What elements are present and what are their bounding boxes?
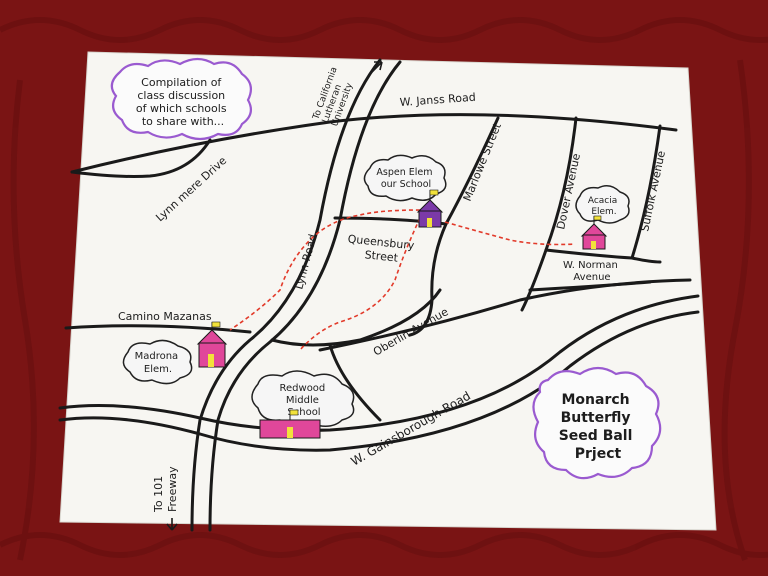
road-lynn-east [208,60,402,532]
project-line-2: Butterfly [561,410,631,426]
route-aspen-acacia [444,221,576,246]
project-note: Monarch Butterfly Seed Ball Prject [532,366,662,480]
svg-text:Acacia Elem.: Acacia Elem. [588,196,620,217]
project-line-3: Seed Ball [559,428,633,444]
label-to-101: To 101 Freeway [152,466,179,513]
compilation-line-4: to share with... [142,115,224,128]
label-w-norman: W. Norman Avenue [563,260,621,283]
road-w-janss [70,113,678,174]
school-aspen: Aspen Elem our School [363,154,447,228]
madrona-label-bubble [122,339,193,385]
redwood-schoolhouse-icon [259,409,321,439]
road-lynn-west [190,58,382,532]
compilation-note-bubble [110,57,253,141]
road-loop-bottom [270,288,442,347]
arrow-to-101-icon [166,518,178,531]
road-gainsborough-south [58,310,700,452]
aspen-name: Aspen Elem [376,167,432,178]
school-acacia: Acacia Elem. [575,185,630,250]
acacia-note: Elem. [591,207,616,217]
aspen-label-bubble [363,154,447,202]
svg-text:Aspen Elem our School: Aspen Elem our School [376,167,435,190]
madrona-name: Madrona [135,351,179,362]
road-gainsborough-north [58,294,700,432]
fabric-background [0,17,768,561]
arrow-to-clu-icon [371,61,383,73]
acacia-label-bubble [575,185,630,224]
redwood-name-1: Redwood [280,383,326,394]
project-line-4: Prject [575,446,622,462]
acacia-schoolhouse-icon [580,215,608,250]
project-line-1: Monarch [561,392,629,408]
road-middle-school-access [328,343,382,422]
label-w-janss: W. Janss Road [399,91,476,109]
svg-text:Compilation of class dis: Compilation of class discussion of which… [136,76,230,128]
school-redwood: Redwood Middle School [251,370,355,439]
aspen-schoolhouse-icon [416,189,444,228]
compilation-note: Compilation of class discussion of which… [110,57,253,141]
aspen-note: our School [381,179,431,190]
road-suffolk [630,124,662,260]
project-note-bubble [532,366,662,480]
compilation-line-3: of which schools [136,102,227,115]
redwood-name-2: Middle [286,395,319,406]
madrona-schoolhouse-icon [196,321,228,368]
compilation-line-1: Compilation of [141,76,222,89]
madrona-note: Elem. [144,364,172,375]
road-w-norman [544,248,662,264]
seed-ball-routes [229,209,576,351]
svg-text:Monarch Butterfly: Monarch Butterfly Seed Ball Prject [559,392,638,462]
route-aspen-madrona [229,209,421,331]
road-camino-mazanas [64,324,252,334]
label-camino-mazanas: Camino Mazanas [118,310,212,323]
redwood-name-3: School [287,407,320,418]
redwood-label-bubble [251,370,355,427]
road-oberlin-east [318,278,692,352]
acacia-name: Acacia [588,196,617,206]
road-marlowe-oberlin [408,116,500,337]
roads [58,58,700,532]
school-madrona: Madrona Elem. [122,321,228,385]
road-lynnmere [70,138,212,178]
compilation-line-2: class discussion [137,89,225,102]
svg-text:Madrona Elem.: Madrona Elem. [135,351,182,375]
svg-text:Redwood Middle Sch: Redwood Middle School [280,383,329,418]
